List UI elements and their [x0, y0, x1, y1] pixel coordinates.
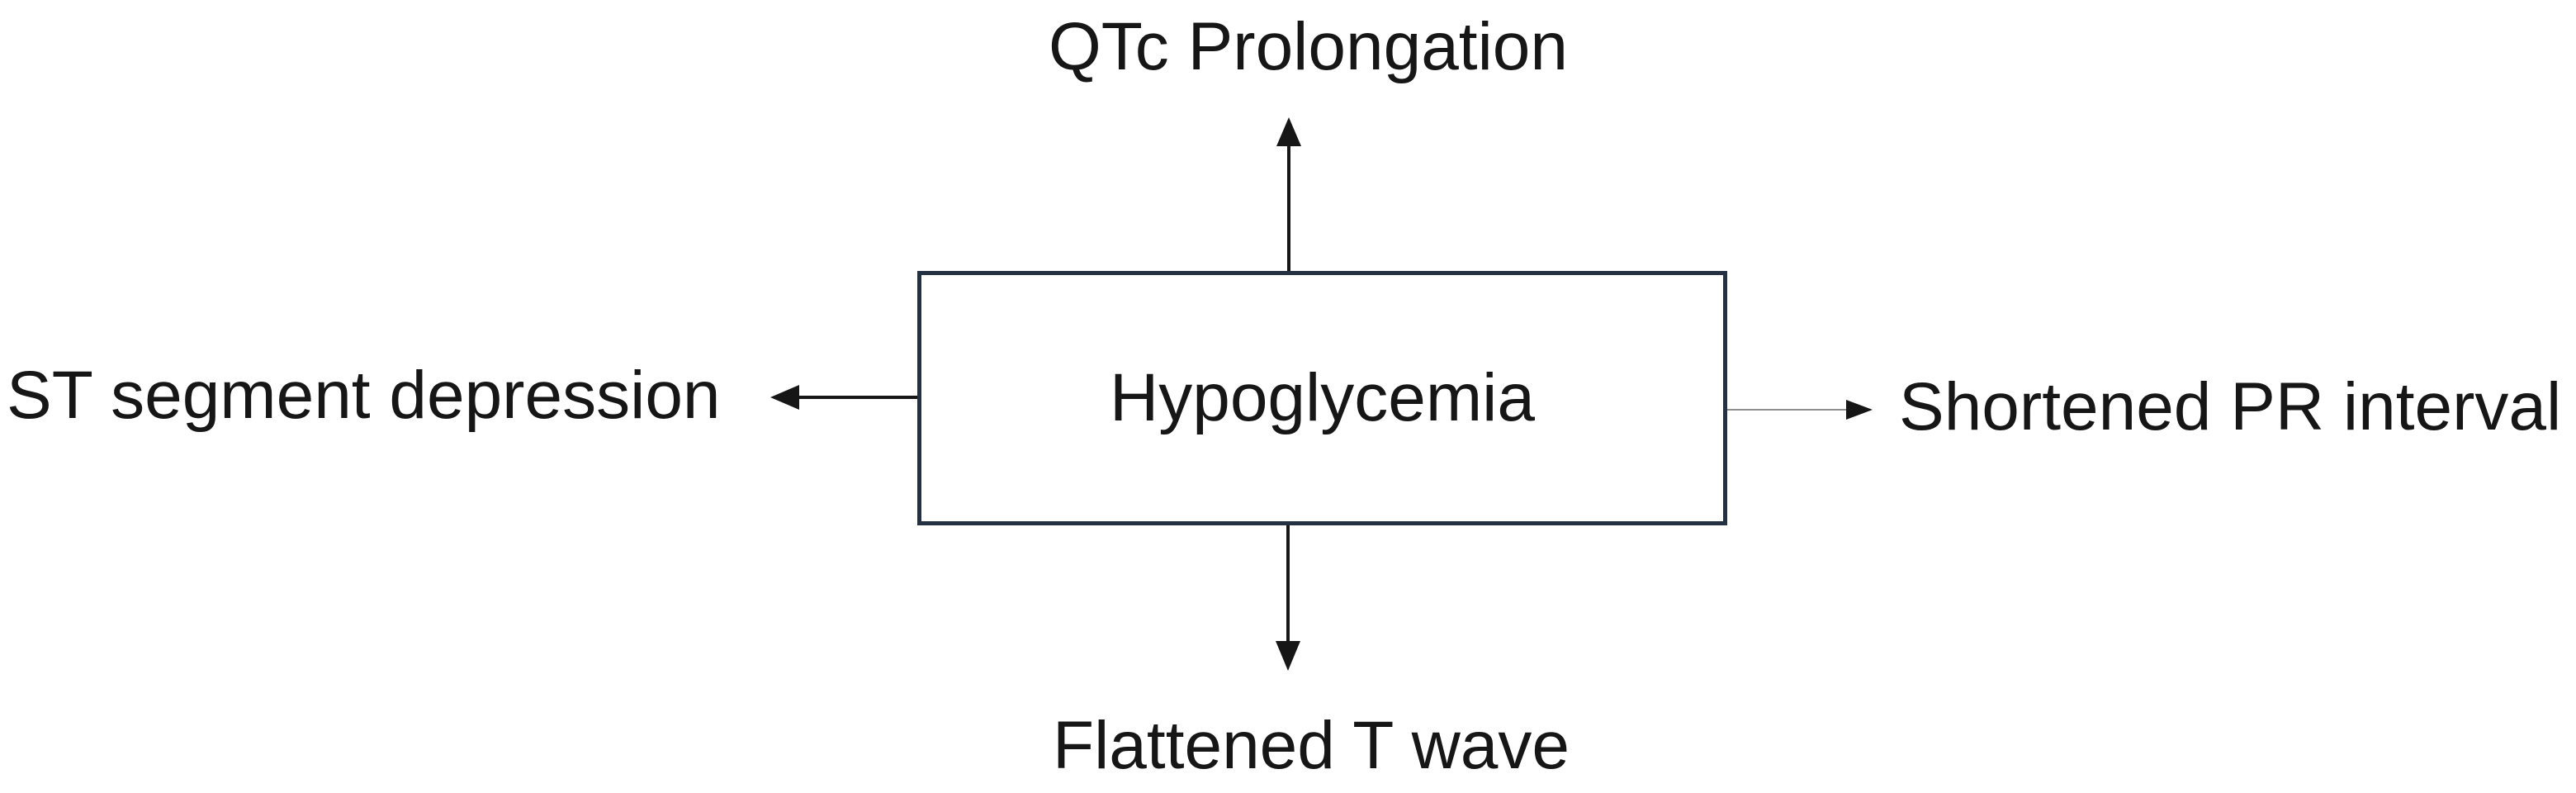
- down-arrow-head: [1276, 641, 1300, 671]
- right-arrow: [1727, 400, 1873, 420]
- right-arrow-head: [1846, 400, 1873, 420]
- up-arrow: [1276, 117, 1301, 273]
- qtc-prolongation-label: QTc Prolongation: [1049, 9, 1569, 84]
- st-segment-depression-label: ST segment depression: [7, 358, 721, 433]
- flattened-t-wave-label: Flattened T wave: [1053, 708, 1570, 783]
- hypoglycemia-box: Hypoglycemia: [917, 271, 1727, 525]
- left-arrow-head: [770, 385, 799, 410]
- down-arrow: [1276, 524, 1300, 671]
- hypoglycemia-label: Hypoglycemia: [1110, 360, 1535, 435]
- shortened-pr-interval-label: Shortened PR interval: [1899, 369, 2562, 444]
- left-arrow: [770, 385, 919, 410]
- up-arrow-head: [1276, 117, 1301, 146]
